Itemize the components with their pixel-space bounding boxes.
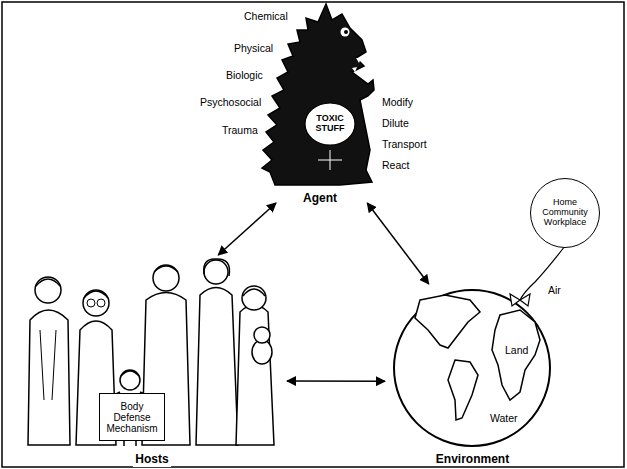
region-label: Air	[548, 284, 561, 297]
label-slot: Psychosocial	[200, 92, 261, 110]
node-heading: Agent	[301, 192, 339, 206]
balloon-string	[510, 246, 565, 306]
node-heading: Environment	[434, 453, 511, 467]
globe-figure	[394, 290, 550, 446]
agent-figure: TOXIC STUFF Agent	[265, 8, 375, 203]
text-slot: Environment	[385, 449, 560, 467]
label-slot: Biologic	[226, 65, 263, 83]
label-slot: Dilute	[382, 113, 409, 131]
double-arrow	[218, 203, 276, 255]
label-slot: Chemical	[244, 6, 288, 24]
factor-label: Modify	[382, 96, 413, 109]
text-slot: TOXIC STUFF	[305, 114, 355, 135]
belly-text: TOXIC STUFF	[305, 114, 355, 134]
label-slot: Trauma	[222, 120, 258, 138]
factor-label: Chemical	[244, 10, 288, 23]
factor-label: Trauma	[222, 124, 258, 137]
factor-label: Psychosocial	[200, 96, 261, 109]
label-slot: React	[382, 155, 409, 173]
hosts-group: Hosts Body Defense Mechanism	[12, 255, 287, 465]
region-label: Water	[490, 412, 518, 425]
label-slot: Physical	[234, 38, 273, 56]
double-arrow	[287, 380, 385, 382]
monster-figure	[262, 4, 374, 185]
factor-label: Biologic	[226, 69, 263, 82]
factor-label: Physical	[234, 42, 273, 55]
label-slot: Modify	[382, 92, 413, 110]
text-slot: Hosts	[112, 449, 192, 467]
text-slot: Agent	[265, 188, 375, 206]
label-slot: Transport	[382, 134, 427, 152]
label-slot: Air	[548, 280, 561, 298]
people-figures	[28, 259, 274, 446]
double-arrow	[367, 203, 428, 284]
label-slot: Land	[505, 340, 528, 358]
environment-globe: Environment	[385, 284, 560, 464]
factor-label: Transport	[382, 138, 427, 151]
factor-label: React	[382, 159, 409, 172]
node-text: Home Community Workplace	[538, 198, 592, 228]
sign-board: Body Defense Mechanism	[99, 393, 165, 441]
label-slot: Water	[490, 408, 518, 426]
region-label: Land	[505, 344, 528, 357]
node-text: Body Defense Mechanism	[103, 401, 161, 434]
node-heading: Hosts	[133, 453, 170, 467]
factor-label: Dilute	[382, 117, 409, 130]
balloon-circle: Home Community Workplace	[530, 178, 600, 248]
